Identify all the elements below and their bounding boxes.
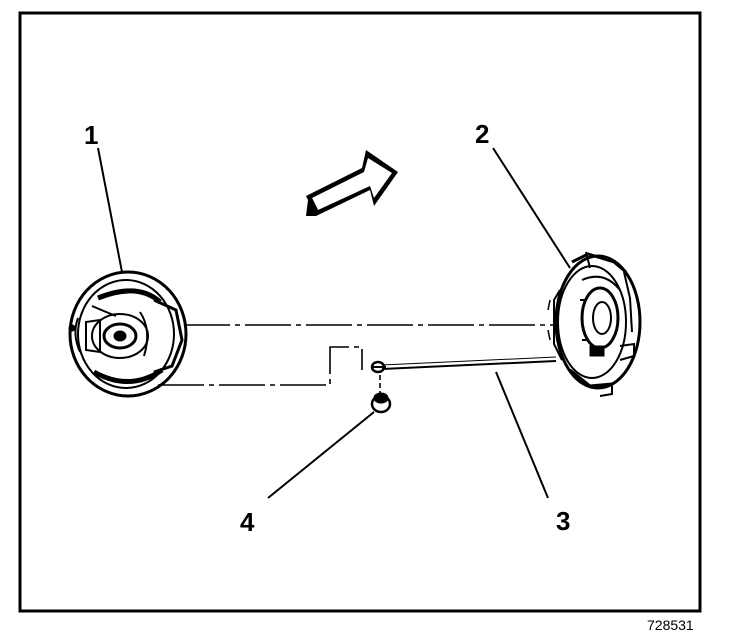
alignment-lines [158,324,556,393]
callout-2: 2 [475,119,489,149]
callout-1: 1 [84,120,98,150]
leader-line-4 [267,411,375,499]
leader-line-1 [97,147,123,273]
leader-line-3 [495,371,549,499]
direction-arrow [306,150,398,216]
housing-right [547,251,642,397]
leader-line-2 [492,147,571,269]
leader-lines [97,147,571,499]
callout-3: 3 [556,506,570,536]
callout-4: 4 [240,507,255,537]
cable [370,356,557,374]
seal-assembly-left [68,270,188,398]
figure-frame [18,11,702,613]
fastener [370,392,392,414]
figure-id: 728531 [647,617,694,633]
